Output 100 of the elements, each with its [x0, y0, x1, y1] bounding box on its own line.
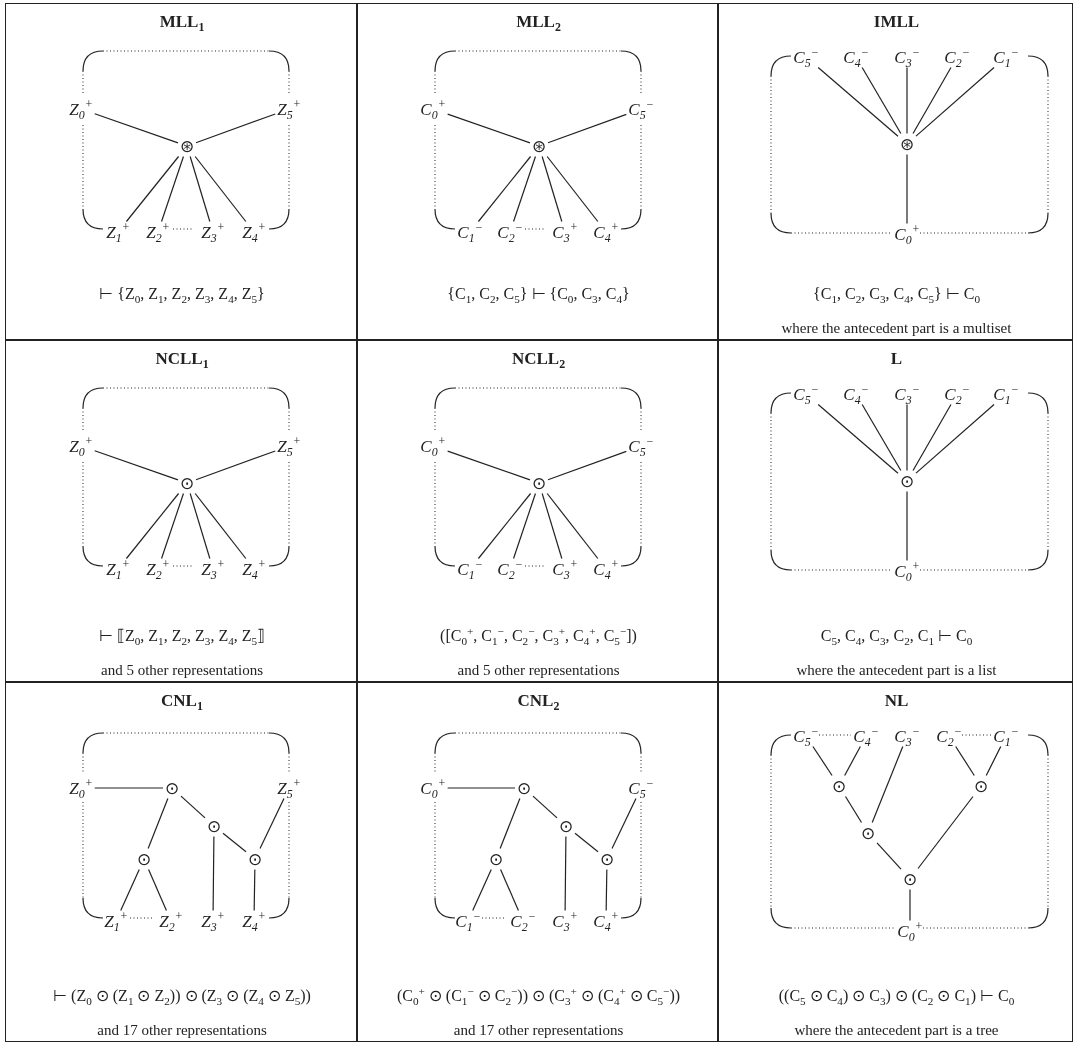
note-text: where the antecedent part is a multiset	[781, 319, 1012, 337]
tree-edge	[195, 113, 276, 144]
note-text: where the antecedent part is a list	[796, 661, 997, 679]
tree-edge	[512, 492, 537, 560]
tree-edge	[447, 787, 516, 789]
tree-edge	[541, 155, 563, 223]
table-cell	[357, 682, 718, 1042]
tree-edge	[546, 155, 599, 223]
connective-symbol: ⊛	[900, 135, 914, 153]
connective-symbol: ⊛	[180, 137, 194, 155]
note-text: and 17 other representations	[97, 1021, 267, 1039]
cell-title: NL	[884, 691, 909, 711]
table-cell	[718, 682, 1073, 1042]
connective-symbol: ⊙	[207, 817, 221, 835]
sequent-formula: ⊢ {Z$_{0}$, Z$_{1}$, Z$_{2}$, Z$_{3}$, Z$_{4}$, Z$_{5}$}	[99, 285, 265, 303]
tree-edge	[194, 492, 247, 560]
tree-edge	[532, 795, 558, 819]
tree-edge	[917, 795, 974, 870]
table-cell	[5, 3, 357, 340]
tree-edge	[844, 795, 863, 824]
tree-edge	[477, 155, 532, 223]
tree-edge	[812, 745, 833, 777]
tree-edge	[906, 153, 908, 225]
tree-edge	[120, 868, 140, 912]
tree-edge	[147, 868, 168, 912]
tree-edge	[547, 113, 627, 144]
tree-edge	[844, 745, 861, 777]
tree-edge	[194, 155, 247, 223]
tree-edge	[477, 492, 532, 560]
tree-edge	[189, 492, 211, 560]
tree-edge	[906, 490, 908, 562]
tree-edge	[160, 155, 185, 223]
tree-edge	[447, 450, 531, 481]
tree-edge	[222, 832, 247, 853]
table-cell	[718, 340, 1073, 682]
cell-title: NCLL$_{1}$	[155, 349, 209, 369]
sequent-formula: ⊢ ⟦Z$_{0}$, Z$_{1}$, Z$_{2}$, Z$_{3}$, Z$_{4}$, Z$_{5}$⟧	[98, 627, 266, 645]
cell-title: IMLL	[873, 12, 920, 32]
cell-title: CNL$_{2}$	[517, 691, 560, 711]
connective-symbol: ⊙	[974, 777, 988, 795]
tree-edge	[906, 403, 908, 472]
tree-edge	[512, 155, 537, 223]
tree-edge	[871, 745, 904, 824]
tree-edge	[605, 868, 608, 912]
tree-edge	[564, 835, 567, 912]
tree-edge	[253, 868, 256, 912]
tree-edge	[447, 113, 531, 144]
tree-edge	[876, 842, 902, 870]
cell-title: L	[890, 349, 903, 369]
table-cell	[5, 682, 357, 1042]
tree-edge	[180, 795, 206, 819]
tree-edge	[546, 492, 599, 560]
connective-symbol: ⊙	[248, 850, 262, 868]
connective-symbol: ⊙	[900, 472, 914, 490]
table-cell	[5, 340, 357, 682]
connective-symbol: ⊙	[137, 850, 151, 868]
connective-symbol: ⊙	[559, 817, 573, 835]
tree-edge	[547, 450, 627, 481]
tree-edge	[189, 155, 211, 223]
tree-edge	[906, 66, 908, 135]
cell-title: NCLL$_{2}$	[511, 349, 566, 369]
tree-edge	[499, 868, 520, 912]
cell-title: MLL$_{1}$	[159, 12, 205, 32]
tree-edge	[125, 155, 180, 223]
tree-edge	[541, 492, 563, 560]
tree-edge	[94, 450, 179, 481]
connective-symbol: ⊛	[532, 137, 546, 155]
table-cell	[357, 3, 718, 340]
connective-symbol: ⊙	[832, 777, 846, 795]
tree-edge	[915, 66, 995, 137]
cell-title: MLL$_{2}$	[516, 12, 561, 32]
note-text: and 5 other representations	[101, 661, 263, 679]
tree-edge	[985, 745, 1002, 777]
note-text: and 17 other representations	[453, 1021, 624, 1039]
tree-edge	[94, 113, 179, 144]
connective-symbol: ⊙	[489, 850, 503, 868]
tree-edge	[94, 787, 164, 789]
tree-edge	[160, 492, 185, 560]
sequent-formula: ⊢ (Z$_{0}$ ⊙ (Z$_{1}$ ⊙ Z$_{2}$)) ⊙ (Z$_{3}$ ⊙ (Z$_{4}$ ⊙ Z$_{5}$))	[53, 987, 311, 1005]
tree-edge	[611, 797, 637, 850]
tree-edge	[912, 66, 952, 135]
tree-edge	[259, 797, 285, 850]
sequent-formula: (C$_{0}$$^{+}$ ⊙ (C$_{1}$$^{−}$ ⊙ C$_{2}$$^{−}$)) ⊙ (C$_{3}$$^{+}$ ⊙ (C$_{4}$$^{+}$ ⊙ C$_{5}$$^{−}$))	[396, 987, 681, 1005]
sequent-formula: ((C$_{5}$ ⊙ C$_{4}$) ⊙ C$_{3}$) ⊙ (C$_{2}$ ⊙ C$_{1}$) ⊢ C$_{0}$	[778, 987, 1015, 1005]
tree-edge	[817, 403, 899, 474]
tree-edge	[212, 835, 215, 912]
note-text: and 5 other representations	[457, 661, 620, 679]
note-text: where the antecedent part is a tree	[794, 1021, 999, 1039]
connective-symbol: ⊙	[517, 779, 531, 797]
cell-title: CNL$_{1}$	[161, 691, 203, 711]
connective-symbol: ⊙	[165, 779, 179, 797]
connective-symbol: ⊙	[861, 824, 875, 842]
connective-symbol: ⊙	[903, 870, 917, 888]
tree-edge	[499, 797, 521, 850]
connective-symbol: ⊙	[532, 474, 546, 492]
sequent-formula: {C$_{1}$, C$_{2}$, C$_{5}$} ⊢ {C$_{0}$, C$_{3}$, C$_{4}$}	[447, 285, 630, 303]
table-cell	[718, 3, 1073, 340]
table-cell	[357, 340, 718, 682]
tree-edge	[472, 868, 492, 912]
tree-edge	[147, 797, 169, 850]
